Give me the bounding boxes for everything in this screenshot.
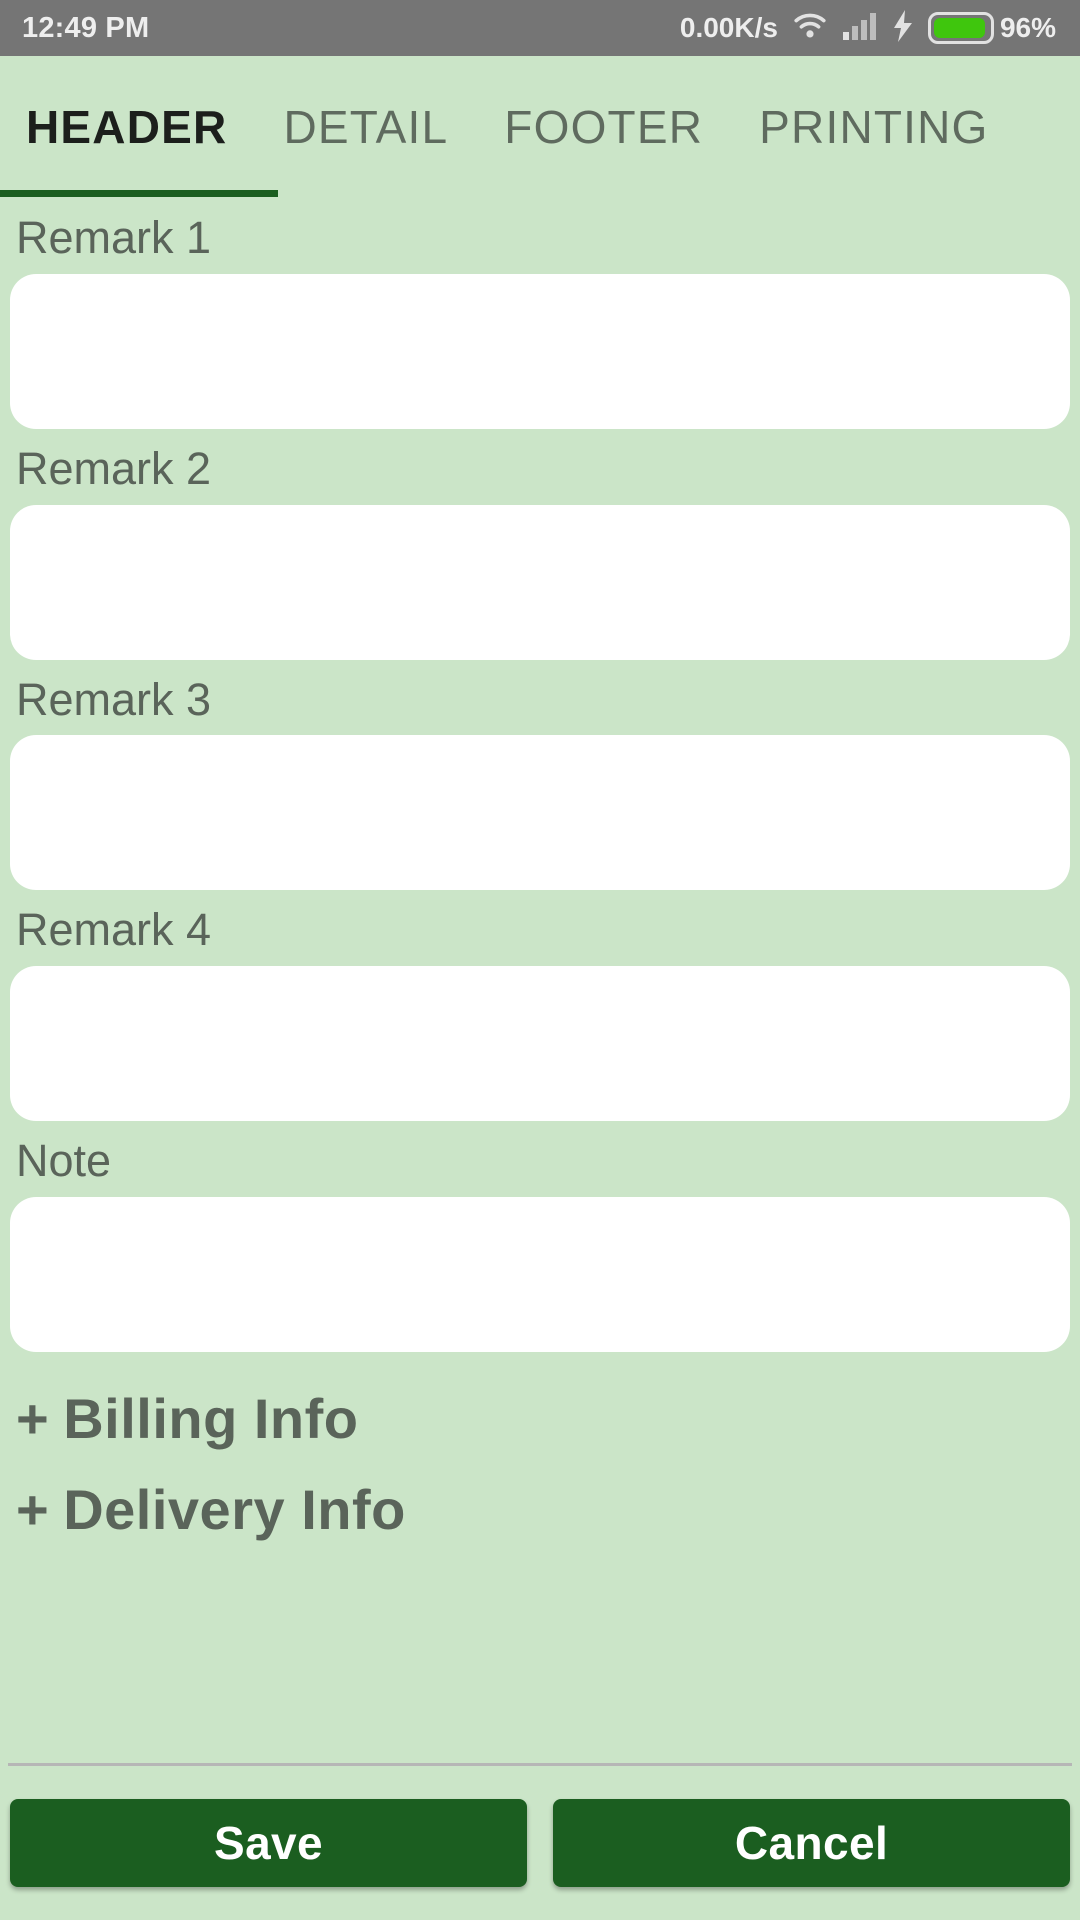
status-bar: 12:49 PM 0.00K/s: [0, 0, 1080, 56]
remark-3-input[interactable]: [10, 735, 1070, 891]
expander-delivery-info-label: Delivery Info: [63, 1478, 406, 1542]
remark-1-input[interactable]: [10, 273, 1070, 429]
battery-indicator: 96%: [927, 12, 1056, 44]
wifi-icon: [792, 11, 828, 46]
save-button[interactable]: Save: [10, 1799, 527, 1887]
battery-percent-label: 96%: [999, 12, 1056, 43]
footer-divider: [8, 1763, 1072, 1766]
battery-icon: [927, 12, 994, 44]
status-bar-indicators: 0.00K/s: [679, 9, 1056, 47]
field-group-remark-2: Remark 2: [0, 429, 1080, 660]
tab-footer-label: FOOTER: [504, 101, 704, 153]
tab-detail[interactable]: DETAIL: [255, 56, 476, 198]
note-input[interactable]: [10, 1196, 1070, 1352]
expander-delivery-info[interactable]: +Delivery Info: [0, 1457, 1080, 1549]
tab-footer[interactable]: FOOTER: [476, 56, 731, 198]
field-group-remark-4: Remark 4: [0, 890, 1080, 1121]
cellular-signal-icon: [842, 11, 878, 46]
tab-bar[interactable]: HEADER DETAIL FOOTER PRINTING: [0, 56, 1080, 198]
note-label: Note: [16, 1135, 112, 1186]
network-speed-label: 0.00K/s: [679, 12, 778, 43]
charging-bolt-icon: [892, 9, 914, 47]
remark-2-label: Remark 2: [16, 442, 212, 494]
field-group-remark-1: Remark 1: [0, 198, 1080, 429]
header-form: Remark 1 Remark 2 Remark 3 Remark 4 Note…: [0, 198, 1080, 1763]
tab-header-label: HEADER: [26, 101, 228, 153]
expander-billing-info[interactable]: +Billing Info: [0, 1366, 1080, 1458]
remark-3-label: Remark 3: [16, 673, 212, 725]
spacer: [0, 1352, 1080, 1366]
remark-1-label: Remark 1: [16, 212, 212, 263]
tab-header[interactable]: HEADER: [0, 56, 255, 198]
remark-4-input[interactable]: [10, 966, 1070, 1121]
cancel-button[interactable]: Cancel: [553, 1799, 1070, 1887]
battery-fill: [933, 18, 985, 38]
field-group-remark-3: Remark 3: [0, 660, 1080, 891]
plus-icon: +: [16, 1478, 50, 1542]
expander-billing-info-label: Billing Info: [63, 1386, 359, 1450]
remark-2-input[interactable]: [10, 504, 1070, 660]
field-group-note: Note: [0, 1121, 1080, 1352]
tab-printing-label: PRINTING: [759, 101, 989, 153]
remark-4-label: Remark 4: [16, 904, 212, 956]
tab-active-indicator: [0, 190, 278, 197]
footer-action-bar: Save Cancel: [0, 1766, 1080, 1920]
tab-printing[interactable]: PRINTING: [731, 56, 1016, 198]
plus-icon: +: [16, 1386, 50, 1450]
status-bar-clock: 12:49 PM: [22, 11, 150, 44]
tab-detail-label: DETAIL: [283, 101, 449, 153]
